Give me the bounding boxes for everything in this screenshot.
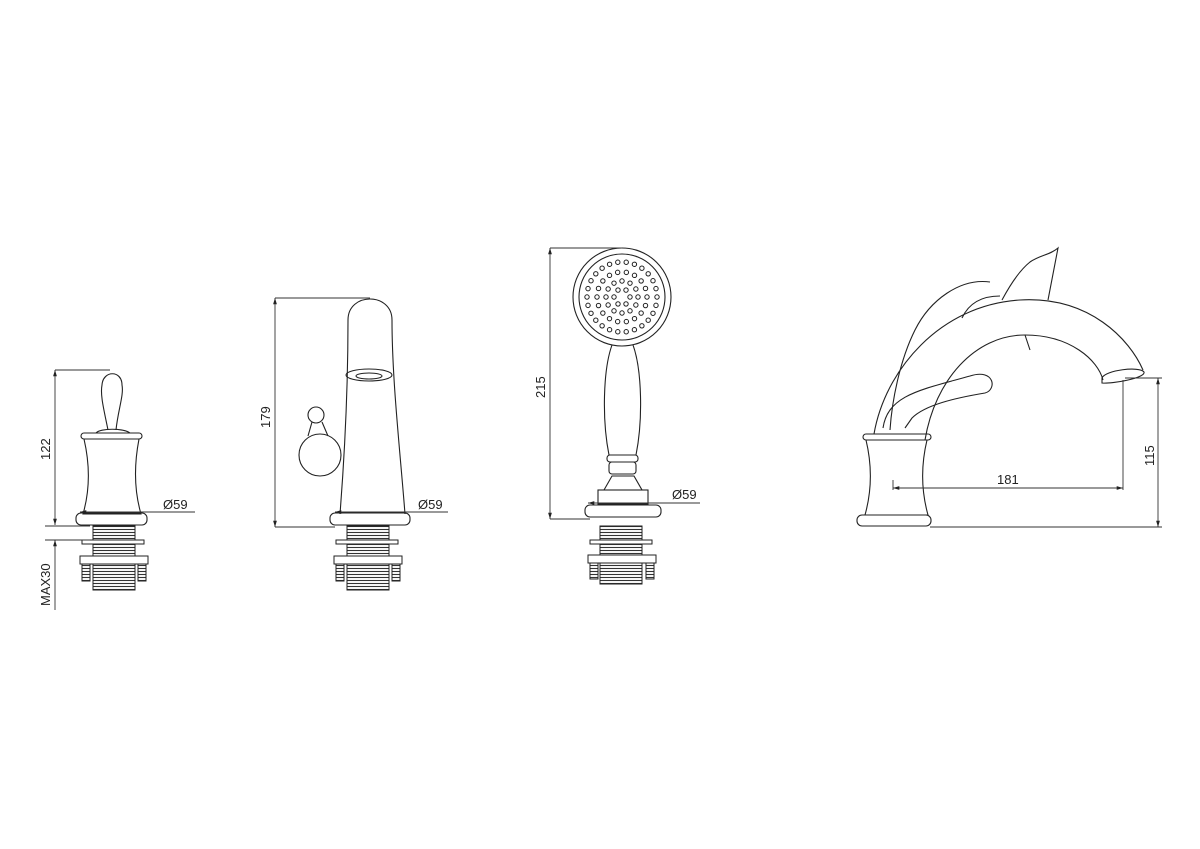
shower-handle xyxy=(603,344,642,456)
bath-valve-body xyxy=(864,439,929,516)
spout-valve-view: 179 Ø59 xyxy=(258,297,448,591)
shower-base xyxy=(584,504,662,518)
nozzle-dot xyxy=(614,318,621,325)
bath-spout-view: 115 181 xyxy=(856,246,1162,528)
valve-diameter-label: Ø59 xyxy=(163,497,188,512)
spout-handle-knob xyxy=(307,406,325,424)
nozzle-dot xyxy=(606,327,613,333)
nozzle-dot xyxy=(627,294,633,300)
nozzle-dot xyxy=(611,294,617,300)
shower-nozzles xyxy=(584,259,660,335)
nozzle-dot xyxy=(638,278,644,284)
nozzle-dot xyxy=(623,287,629,293)
valve-base xyxy=(75,512,148,526)
hand-shower-view: 215 Ø59 xyxy=(533,247,700,585)
nozzle-dot xyxy=(594,294,600,300)
spout-arc xyxy=(873,299,1144,435)
nozzle-dot xyxy=(650,310,656,316)
nozzle-dot xyxy=(606,261,613,267)
nozzle-dot xyxy=(631,327,638,333)
spout-valve-height-label: 179 xyxy=(258,406,273,428)
nozzle-dot xyxy=(595,285,602,292)
nozzle-dot xyxy=(645,271,651,277)
nozzle-dot xyxy=(631,272,638,279)
nozzle-dot xyxy=(600,310,606,316)
valve-bolt-right xyxy=(137,563,147,582)
spout-valve-base xyxy=(329,512,411,526)
nozzle-dot xyxy=(595,302,602,309)
nozzle-dot xyxy=(593,271,599,277)
nozzle-dot xyxy=(611,280,617,286)
nozzle-dot xyxy=(584,294,590,300)
nozzle-dot xyxy=(585,285,591,292)
nozzle-dot xyxy=(653,285,659,292)
nozzle-dot xyxy=(631,261,638,267)
nozzle-dot xyxy=(623,329,629,335)
valve-view: 122 MAX30 Ø59 xyxy=(38,369,195,610)
nozzle-dot xyxy=(644,294,650,300)
nozzle-dot xyxy=(603,294,609,300)
nozzle-dot xyxy=(588,278,594,284)
shower-height-label: 215 xyxy=(533,376,548,398)
valve-height-label: 122 xyxy=(38,438,53,460)
nozzle-dot xyxy=(588,310,594,316)
valve-bolt-left xyxy=(81,563,91,582)
nozzle-dot xyxy=(593,317,599,323)
nozzle-dot xyxy=(623,301,629,307)
nozzle-dot xyxy=(615,301,621,307)
spout-valve-body xyxy=(339,298,406,515)
nozzle-dot xyxy=(627,308,633,314)
valve-max-label: MAX30 xyxy=(38,563,53,606)
nozzle-dot xyxy=(615,287,621,293)
bath-lever-handle xyxy=(882,373,993,429)
shower-diameter-label: Ø59 xyxy=(672,487,697,502)
nozzle-dot xyxy=(611,308,617,314)
nozzle-dot xyxy=(627,280,633,286)
nozzle-dot xyxy=(600,278,606,284)
nozzle-dot xyxy=(623,269,630,276)
nozzle-dot xyxy=(633,302,639,308)
valve-cap xyxy=(95,428,131,434)
valve-nut xyxy=(79,555,149,565)
nozzle-dot xyxy=(605,286,611,292)
nozzle-dot xyxy=(645,317,651,323)
nozzle-dot xyxy=(631,315,638,322)
nozzle-dot xyxy=(605,302,611,308)
nozzle-dot xyxy=(606,315,613,322)
nozzle-dot xyxy=(642,285,649,292)
spout-valve-diameter-label: Ø59 xyxy=(418,497,443,512)
nozzle-dot xyxy=(606,272,613,279)
nozzle-dot xyxy=(619,310,625,316)
nozzle-dot xyxy=(633,286,639,292)
valve-body xyxy=(82,438,142,515)
nozzle-dot xyxy=(654,294,660,300)
nozzle-dot xyxy=(619,278,625,284)
spout-outlet xyxy=(345,368,393,382)
nozzle-dot xyxy=(639,265,645,271)
bath-spout-outlet xyxy=(1101,368,1145,384)
nozzle-dot xyxy=(614,269,621,276)
nozzle-dot xyxy=(653,302,659,309)
nozzle-dot xyxy=(599,323,605,329)
spout-handle-disc xyxy=(298,433,342,477)
nozzle-dot xyxy=(623,259,629,265)
nozzle-dot xyxy=(615,259,621,265)
valve-washer xyxy=(81,539,145,545)
valve-handle-knob xyxy=(100,373,123,431)
nozzle-dot xyxy=(623,318,630,325)
shower-holder xyxy=(597,489,649,505)
lever-plate xyxy=(1001,246,1059,301)
spout-height-label: 115 xyxy=(1142,445,1157,466)
nozzle-dot xyxy=(650,278,656,284)
nozzle-dot xyxy=(615,329,621,335)
nozzle-dot xyxy=(638,310,644,316)
nozzle-dot xyxy=(635,294,641,300)
spout-reach-label: 181 xyxy=(997,472,1019,487)
nozzle-dot xyxy=(642,302,649,309)
valve-cap-rim xyxy=(80,432,143,440)
nozzle-dot xyxy=(585,302,591,309)
nozzle-dot xyxy=(639,323,645,329)
nozzle-dot xyxy=(599,265,605,271)
